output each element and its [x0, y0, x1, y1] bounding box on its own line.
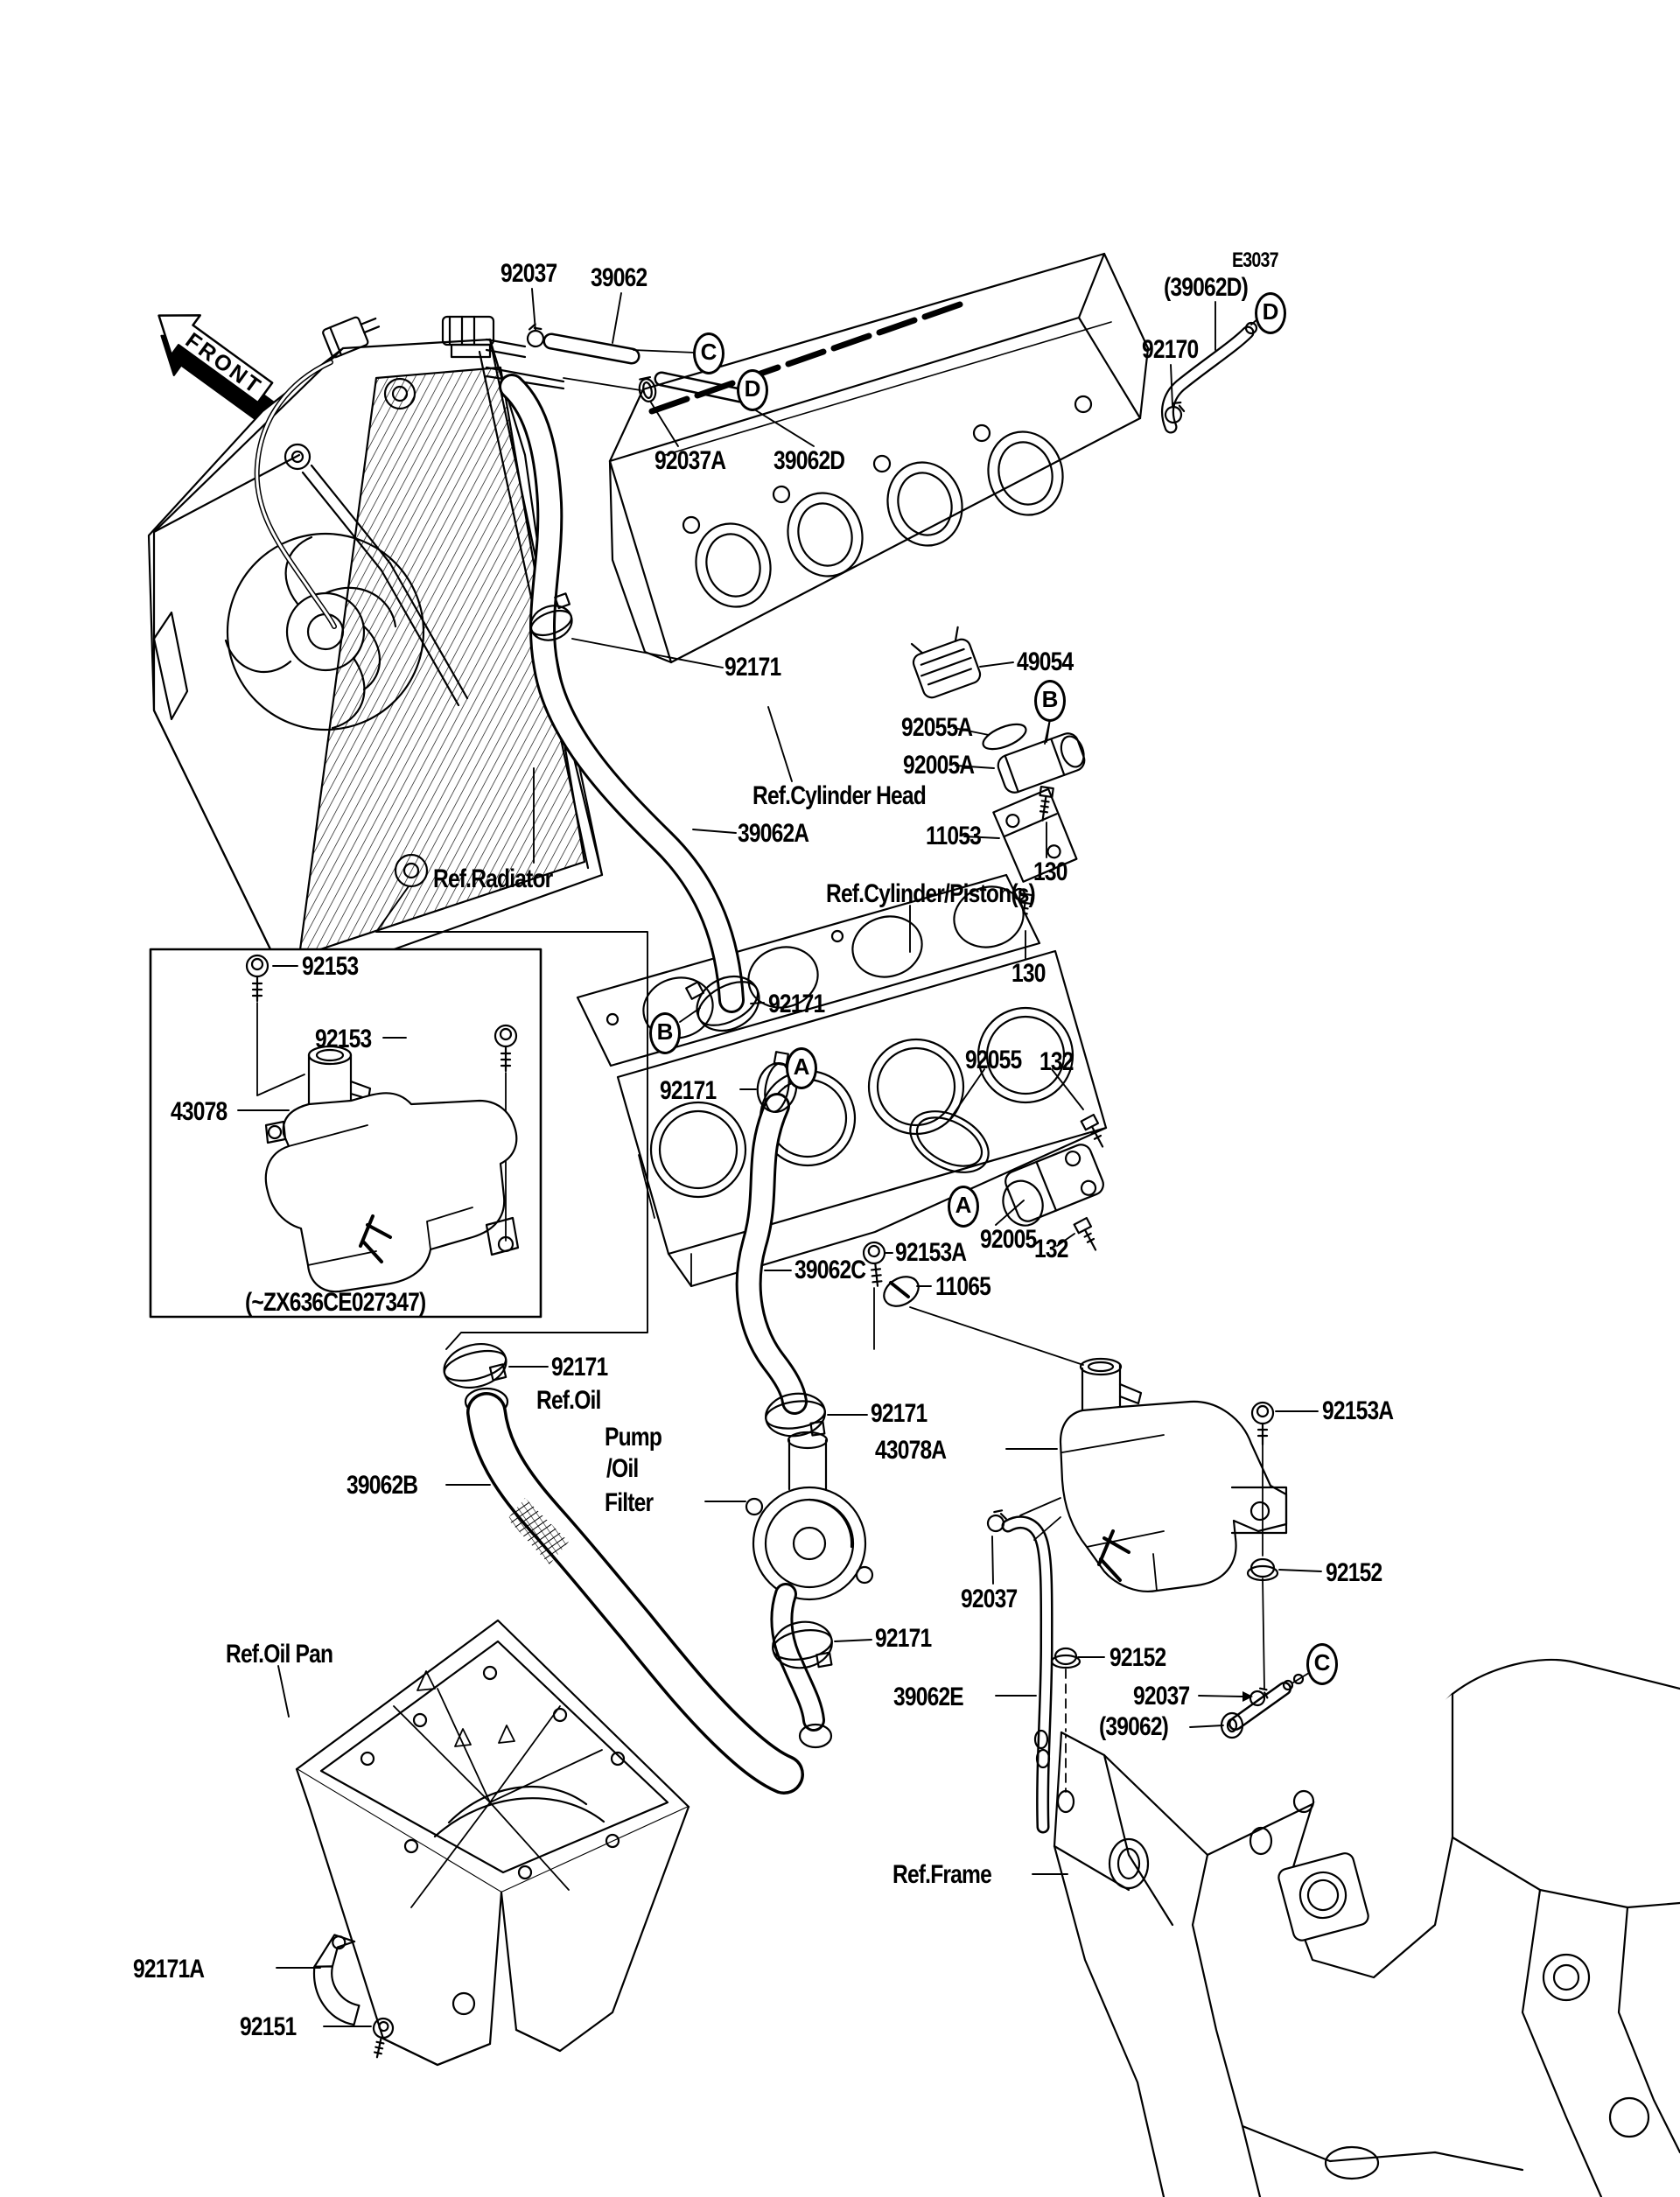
diagram-code: E3037: [1232, 248, 1279, 272]
part-11065: 11065: [935, 1272, 991, 1301]
part-132-a: 132: [1040, 1047, 1074, 1076]
inset-caption: (~ZX636CE027347): [245, 1288, 426, 1317]
cylinder-block-drawing: [576, 873, 1108, 1288]
part-39062D: 39062D: [774, 446, 845, 475]
part-92171-b-clamp: 92171: [768, 990, 825, 1018]
hose-39062A-drawing: [499, 374, 760, 1032]
hose-39062B-drawing: [443, 1343, 804, 1795]
marker-D-pipe: D: [737, 369, 768, 411]
ref-oil-line2: Pump: [605, 1423, 662, 1452]
part-92037A: 92037A: [654, 446, 726, 475]
part-92153-b: 92153: [315, 1025, 372, 1053]
ref-cylinder-pistons: Ref.Cylinder/Piston(s): [826, 879, 1036, 908]
part-92037-top: 92037: [500, 259, 557, 288]
part-92152-b: 92152: [1110, 1643, 1166, 1672]
part-92170: 92170: [1142, 335, 1199, 364]
marker-C-frame: C: [1306, 1643, 1338, 1685]
part-92005A: 92005A: [903, 751, 975, 780]
part-92153A-b: 92153A: [1322, 1396, 1394, 1425]
part-39062A: 39062A: [738, 819, 809, 848]
ref-radiator: Ref.Radiator: [433, 864, 553, 893]
radiator-drawing: [147, 315, 604, 989]
part-92152-a: 92152: [1326, 1558, 1382, 1587]
ref-oil-line1: Ref.Oil: [536, 1386, 601, 1415]
part-43078: 43078: [171, 1097, 228, 1126]
part-92151: 92151: [240, 2012, 297, 2041]
part-39062C: 39062C: [794, 1256, 866, 1284]
part-92037-frame: 92037: [1133, 1682, 1190, 1711]
hose-39062D-drawing: [1161, 321, 1258, 434]
part-92005: 92005: [980, 1225, 1037, 1254]
water-pipes-top: [526, 323, 748, 403]
part-92055: 92055: [965, 1046, 1022, 1074]
reserve-tank-43078A: [1019, 1357, 1288, 1793]
ref-oil-line4: Filter: [605, 1488, 654, 1517]
oil-pump-drawing: [745, 1431, 874, 1749]
reserve-tank-43078: [264, 1045, 520, 1293]
marker-A-outlet: A: [948, 1186, 979, 1228]
ref-oil-pan: Ref.Oil Pan: [226, 1640, 333, 1669]
part-39062E: 39062E: [893, 1683, 964, 1711]
part-92055A: 92055A: [901, 713, 973, 742]
part-132-b: 132: [1034, 1235, 1068, 1263]
marker-B-hose: B: [649, 1012, 681, 1054]
cylinder-head-drawing: [608, 252, 1150, 664]
oil-pan-drawing: [295, 1619, 690, 2067]
part-49054: 49054: [1017, 647, 1074, 676]
marker-D-hose: D: [1255, 292, 1286, 334]
part-39062-paren: (39062): [1099, 1712, 1169, 1741]
part-92153A-a: 92153A: [895, 1238, 967, 1267]
ref-cylinder-head: Ref.Cylinder Head: [752, 781, 927, 810]
part-92171-a-clamp: 92171: [660, 1076, 717, 1105]
pipe-39062E-drawing: [986, 1509, 1054, 1834]
part-130-b: 130: [1012, 959, 1046, 988]
small-fasteners: [862, 1241, 1084, 1366]
hose-39062C-drawing: [735, 1051, 826, 1438]
part-92171-head: 92171: [724, 653, 781, 682]
part-39062B: 39062B: [346, 1471, 418, 1500]
part-11053: 11053: [926, 822, 982, 850]
thermostat-parts-drawing: [910, 626, 1086, 930]
part-92153-a: 92153: [302, 952, 359, 981]
inset-box: [149, 948, 542, 1319]
part-39062: 39062: [591, 263, 648, 292]
marker-A-clamp: A: [786, 1047, 817, 1089]
part-92037-tank: 92037: [961, 1585, 1018, 1613]
part-43078A: 43078A: [875, 1436, 947, 1465]
part-92171A: 92171A: [133, 1955, 205, 1984]
ref-oil-line3: /Oil: [606, 1454, 639, 1483]
part-92171-pump-in: 92171: [871, 1399, 928, 1428]
leader-lines: [237, 288, 1322, 2027]
water-outlet-parts: [909, 1110, 1104, 1251]
marker-C-top: C: [693, 332, 724, 374]
part-92171-pump-out: 92171: [875, 1624, 932, 1653]
part-39062D-paren: (39062D): [1164, 273, 1249, 302]
ref-frame: Ref.Frame: [892, 1860, 992, 1889]
part-130-a: 130: [1033, 857, 1068, 886]
frame-drawing: [1053, 1658, 1680, 2197]
marker-B-thermo: B: [1034, 680, 1066, 722]
part-92171-radhose: 92171: [551, 1353, 608, 1382]
